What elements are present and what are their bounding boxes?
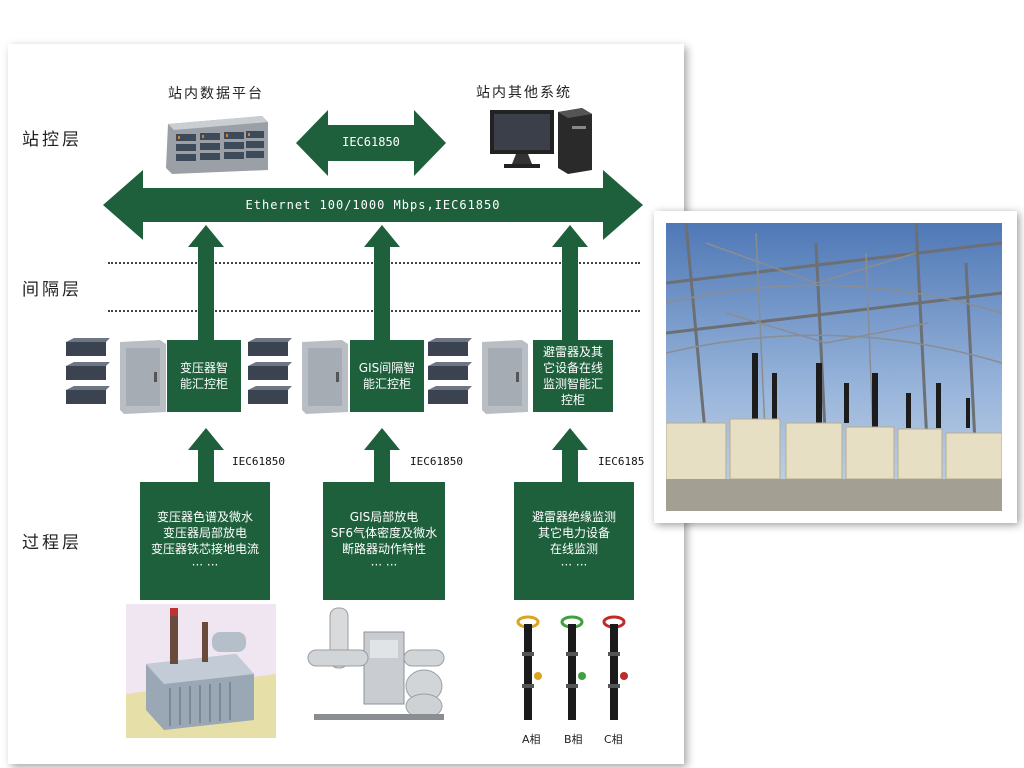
bay-up-arrow-3 bbox=[552, 225, 588, 343]
ethernet-bus-label: Ethernet 100/1000 Mbps,IEC61850 bbox=[245, 198, 501, 212]
bay-devices-2 bbox=[248, 338, 348, 414]
process-up-arrow-1 bbox=[188, 428, 224, 484]
bay-cabinet-transformer: 变压器智 能汇控柜 bbox=[167, 340, 241, 412]
bay-layer-label: 间隔层 bbox=[22, 280, 82, 300]
substation-photo-card bbox=[654, 211, 1017, 523]
bay-up-arrow-1 bbox=[188, 225, 224, 343]
iec-label-1: IEC61850 bbox=[232, 455, 285, 468]
bay-up-arrow-2 bbox=[364, 225, 400, 343]
phase-c-label: C相 bbox=[604, 733, 623, 746]
bay-devices-1 bbox=[66, 338, 166, 414]
iec-label-2: IEC61850 bbox=[410, 455, 463, 468]
transformer-illustration bbox=[126, 604, 276, 738]
phase-a-label: A相 bbox=[522, 733, 541, 746]
process-box-gis: GIS局部放电 SF6气体密度及微水 断路器动作特性 ··· ··· bbox=[323, 482, 445, 600]
server-rack-icon bbox=[166, 116, 268, 174]
bay-cabinet-gis: GIS间隔智 能汇控柜 bbox=[350, 340, 424, 412]
computer-icon bbox=[490, 108, 592, 174]
process-box-transformer: 变压器色谱及微水 变压器局部放电 变压器铁芯接地电流 ··· ··· bbox=[140, 482, 270, 600]
other-systems-label: 站内其他系统 bbox=[476, 85, 572, 101]
process-box-arrester: 避雷器绝缘监测 其它电力设备 在线监测 ··· ··· bbox=[514, 482, 634, 600]
process-up-arrow-3 bbox=[552, 428, 588, 484]
bay-cabinet-arrester: 避雷器及其 它设备在线 监测智能汇 控柜 bbox=[533, 340, 613, 412]
bay-devices-3 bbox=[428, 338, 528, 414]
iec61850-double-arrow bbox=[296, 110, 446, 176]
gis-illustration bbox=[307, 607, 445, 720]
iec61850-arrow-label: IEC61850 bbox=[342, 135, 400, 149]
iec-label-3: IEC6185 bbox=[598, 455, 645, 468]
station-layer-label: 站控层 bbox=[22, 130, 82, 150]
process-layer-label: 过程层 bbox=[22, 533, 82, 553]
phase-b-label: B相 bbox=[564, 733, 583, 746]
substation-photo bbox=[666, 223, 1002, 511]
data-platform-label: 站内数据平台 bbox=[168, 86, 264, 102]
arrester-illustration bbox=[516, 615, 628, 720]
ethernet-bus-arrow bbox=[103, 170, 643, 240]
process-up-arrow-2 bbox=[364, 428, 400, 484]
